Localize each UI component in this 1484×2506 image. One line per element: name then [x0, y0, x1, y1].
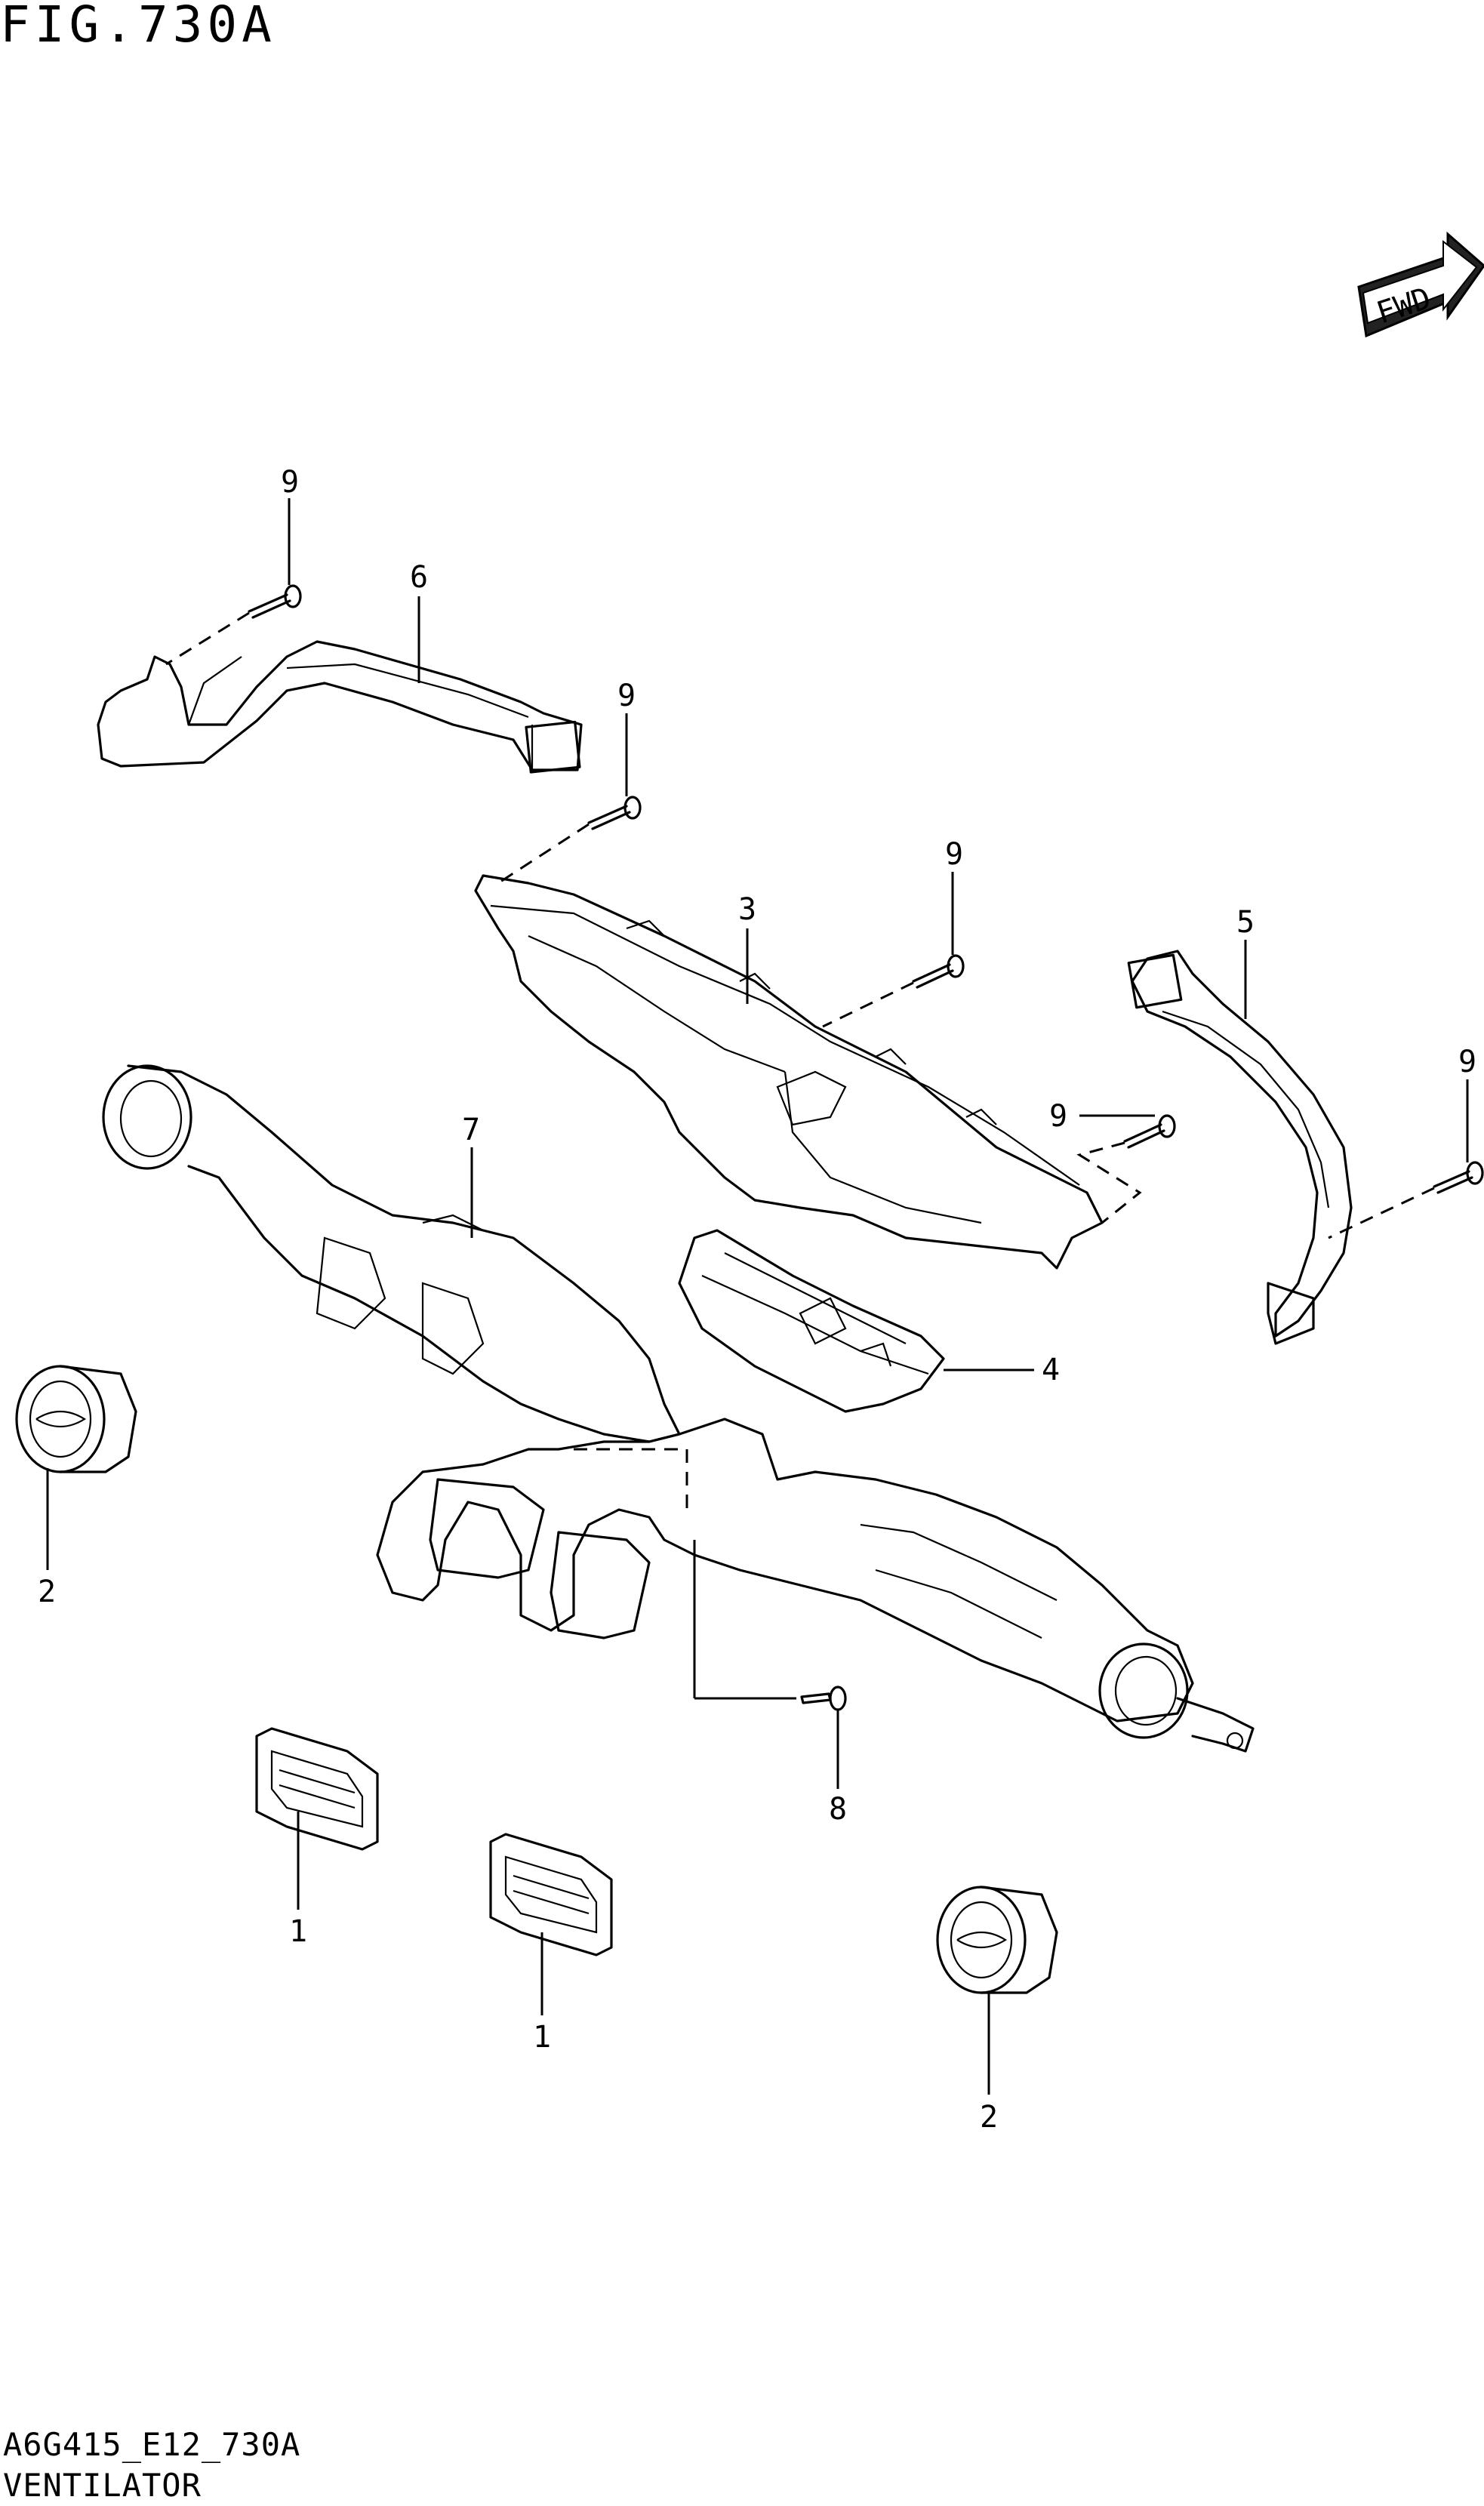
- callout-9: 9: [281, 465, 299, 500]
- screw-9e: [1433, 1161, 1484, 1194]
- callout-5: 5: [1236, 905, 1255, 940]
- part-2-round-vent-left: [15, 1365, 137, 1473]
- callouts: 9 6 9 9 3 5 9 9 7 4 2 8 1 1 2: [38, 465, 1476, 2135]
- assembly-lines: [165, 611, 1435, 1239]
- screw-9b: [587, 796, 642, 830]
- figure-name: VENTILATOR: [3, 2467, 202, 2504]
- part-2-round-vent-right: [936, 1886, 1058, 1994]
- screw-9a: [248, 584, 302, 619]
- leader-lines: [46, 498, 1469, 2095]
- callout-8: 8: [829, 1792, 847, 1827]
- part-1-rect-vent-left: [255, 1727, 379, 1851]
- callout-3: 3: [738, 892, 756, 927]
- callout-9: 9: [945, 837, 963, 872]
- part-4-center-bracket: [678, 1229, 945, 1413]
- callout-9: 9: [1049, 1099, 1067, 1134]
- screw-9d: [1123, 1114, 1176, 1149]
- part-1-rect-vent-right: [489, 1833, 613, 1956]
- callout-6: 6: [410, 560, 428, 595]
- part-3-center-duct-bracket: [474, 874, 1104, 1270]
- figure-title: FIG.730A: [0, 0, 276, 54]
- figure-code: A6G415_E12_730A: [3, 2426, 301, 2463]
- callout-2: 2: [38, 1575, 56, 1609]
- part-8-clip: [800, 1686, 847, 1711]
- screw-9c: [912, 954, 965, 989]
- callout-1: 1: [289, 1914, 307, 1949]
- part-6-side-duct: [97, 640, 583, 774]
- fwd-arrow-icon: FWD: [1357, 231, 1484, 338]
- callout-7: 7: [462, 1113, 480, 1147]
- callout-1: 1: [533, 2020, 551, 2055]
- part-7-main-duct: [102, 1064, 1255, 1753]
- part-5-side-duct: [1127, 950, 1353, 1345]
- callout-4: 4: [1042, 1353, 1060, 1387]
- callout-9: 9: [1458, 1045, 1476, 1079]
- callout-9: 9: [617, 679, 636, 713]
- callout-2: 2: [980, 2100, 998, 2135]
